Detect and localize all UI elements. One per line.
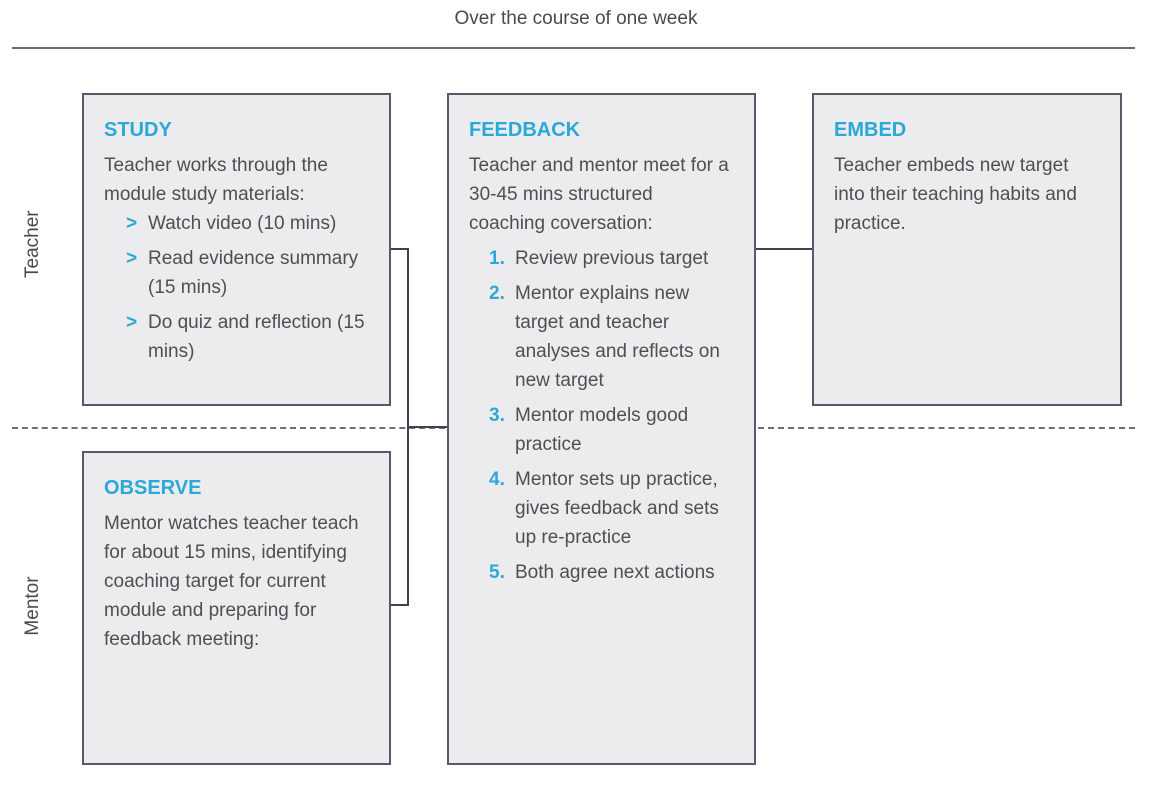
study-item-text: Watch video (10 mins) — [148, 213, 337, 234]
step-text: Mentor models good practice — [515, 405, 689, 455]
step-number: 4. — [489, 469, 505, 490]
top-divider — [12, 47, 1135, 49]
observe-text: Mentor watches teacher teach for about 1… — [104, 513, 359, 650]
embed-box: EMBED Teacher embeds new target into the… — [812, 93, 1122, 406]
feedback-step: 1. Review previous target — [489, 244, 734, 273]
feedback-text: Teacher and mentor meet for a 30-45 mins… — [469, 155, 729, 234]
step-text: Both agree next actions — [515, 562, 715, 583]
connector — [390, 604, 409, 606]
study-text: Teacher works through the module study m… — [104, 155, 328, 205]
step-text: Mentor sets up practice, gives feedback … — [515, 469, 719, 548]
step-number: 2. — [489, 283, 505, 304]
step-number: 5. — [489, 562, 505, 583]
step-number: 3. — [489, 405, 505, 426]
step-text: Review previous target — [515, 248, 709, 269]
feedback-box: FEEDBACK Teacher and mentor meet for a 3… — [447, 93, 756, 765]
study-item: > Read evidence summary (15 mins) — [126, 244, 369, 302]
embed-title: EMBED — [834, 119, 907, 141]
feedback-step: 2. Mentor explains new target and teacher… — [489, 279, 734, 395]
embed-text: Teacher embeds new target into their tea… — [834, 155, 1077, 234]
observe-title: OBSERVE — [104, 477, 202, 499]
step-number: 1. — [489, 248, 505, 269]
feedback-step: 4. Mentor sets up practice, gives feedbac… — [489, 465, 734, 552]
connector — [407, 426, 448, 428]
lane-label-teacher: Teacher — [22, 210, 43, 278]
chevron-right-icon: > — [126, 312, 138, 333]
feedback-step: 5. Both agree next actions — [489, 558, 734, 587]
study-item-text: Read evidence summary (15 mins) — [148, 248, 359, 298]
diagram-caption: Over the course of one week — [454, 8, 698, 29]
study-box: STUDY Teacher works through the module s… — [82, 93, 391, 406]
feedback-step: 3. Mentor models good practice — [489, 401, 734, 459]
feedback-title: FEEDBACK — [469, 119, 581, 141]
chevron-right-icon: > — [126, 213, 138, 234]
step-text: Mentor explains new target and teacher a… — [515, 283, 720, 391]
study-item: > Watch video (10 mins) — [126, 209, 369, 238]
connector — [755, 248, 813, 250]
connector — [390, 248, 409, 250]
lane-label-mentor: Mentor — [22, 576, 43, 636]
study-title: STUDY — [104, 119, 172, 141]
lane-divider-right — [758, 427, 1135, 429]
observe-box: OBSERVE Mentor watches teacher teach for… — [82, 451, 391, 765]
study-item: > Do quiz and reflection (15 mins) — [126, 308, 369, 366]
lane-divider-left — [12, 427, 445, 429]
study-item-text: Do quiz and reflection (15 mins) — [148, 312, 365, 362]
chevron-right-icon: > — [126, 248, 138, 269]
